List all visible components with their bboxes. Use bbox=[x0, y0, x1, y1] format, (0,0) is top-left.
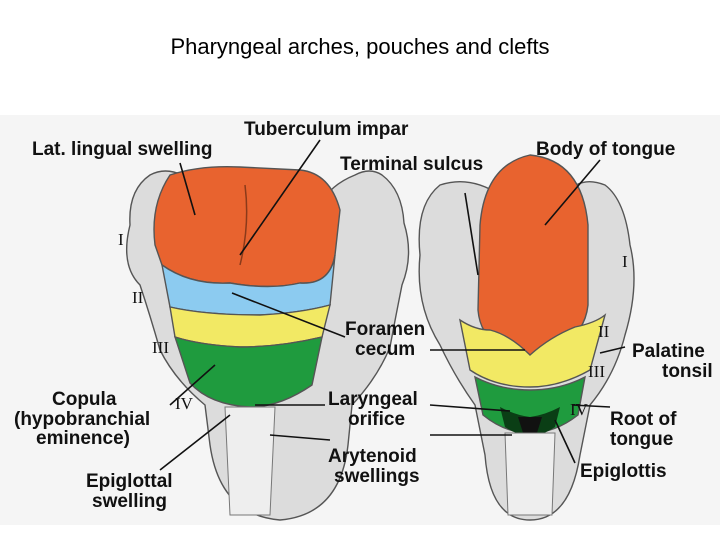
leader-terminal-sulcus bbox=[464, 192, 479, 276]
label-eminence: eminence) bbox=[36, 428, 130, 449]
labels: Lat. lingual swelling Tuberculum impar T… bbox=[14, 119, 713, 512]
leader-lat-lingual bbox=[179, 162, 196, 216]
right-numeral-IV: IV bbox=[570, 400, 589, 419]
label-arytenoid: Arytenoid bbox=[328, 446, 417, 467]
right-root-region bbox=[458, 313, 607, 388]
tongue-diagram-svg: I II III IV I II III IV Lat. lingual swe… bbox=[0, 115, 720, 525]
leader-palatine bbox=[599, 346, 626, 354]
label-tonsil: tonsil bbox=[662, 361, 713, 382]
left-arch-I bbox=[153, 166, 341, 288]
right-body-of-tongue bbox=[477, 154, 589, 356]
label-hypobranchial: (hypobranchial bbox=[14, 409, 150, 430]
label-foramen: Foramen bbox=[345, 319, 425, 340]
left-numeral-II: II bbox=[132, 288, 144, 307]
leader-tuberculum bbox=[239, 139, 321, 256]
label-copula: Copula bbox=[52, 389, 117, 410]
label-tongue: tongue bbox=[610, 429, 673, 450]
right-numeral-II: II bbox=[598, 322, 610, 341]
leader-epiglottis bbox=[554, 419, 576, 464]
label-swelling: swelling bbox=[92, 491, 167, 512]
leader-laryngeal-right bbox=[429, 404, 511, 412]
left-numeral-IV: IV bbox=[175, 394, 194, 413]
left-arch-IV bbox=[173, 335, 323, 408]
page-title: Pharyngeal arches, pouches and clefts bbox=[170, 34, 550, 59]
leader-foramen bbox=[231, 292, 346, 338]
label-orifice: orifice bbox=[348, 409, 405, 430]
leader-root bbox=[571, 404, 611, 408]
label-palatine: Palatine bbox=[632, 341, 705, 362]
left-midline-groove bbox=[239, 184, 248, 266]
left-numeral-III: III bbox=[152, 338, 169, 357]
leader-body-of-tongue bbox=[544, 159, 601, 226]
leader-arytenoid bbox=[269, 434, 331, 441]
right-numeral-I: I bbox=[622, 252, 628, 271]
label-swellings: swellings bbox=[334, 466, 420, 487]
leader-epiglottal bbox=[159, 414, 231, 471]
label-body-of-tongue: Body of tongue bbox=[536, 139, 675, 160]
label-terminal-sulcus: Terminal sulcus bbox=[340, 154, 483, 175]
arch-numerals: I II III IV I II III IV bbox=[118, 230, 628, 419]
leader-copula bbox=[169, 364, 216, 406]
left-larynx bbox=[224, 406, 276, 516]
label-epiglottal: Epiglottal bbox=[86, 471, 173, 492]
right-larynx bbox=[504, 432, 556, 516]
label-root-of: Root of bbox=[610, 409, 677, 430]
label-tuberculum-impar: Tuberculum impar bbox=[244, 119, 409, 140]
leader-lines bbox=[159, 139, 626, 471]
right-numeral-III: III bbox=[588, 362, 605, 381]
left-embryo-drawing bbox=[125, 166, 410, 521]
label-laryngeal: Laryngeal bbox=[328, 389, 418, 410]
right-embryo-drawing bbox=[418, 154, 635, 521]
tongue-development-figure: I II III IV I II III IV Lat. lingual swe… bbox=[0, 115, 720, 525]
left-numeral-I: I bbox=[118, 230, 124, 249]
label-lat-lingual-swelling: Lat. lingual swelling bbox=[32, 139, 213, 160]
label-cecum: cecum bbox=[355, 339, 415, 360]
label-epiglottis: Epiglottis bbox=[580, 461, 667, 482]
